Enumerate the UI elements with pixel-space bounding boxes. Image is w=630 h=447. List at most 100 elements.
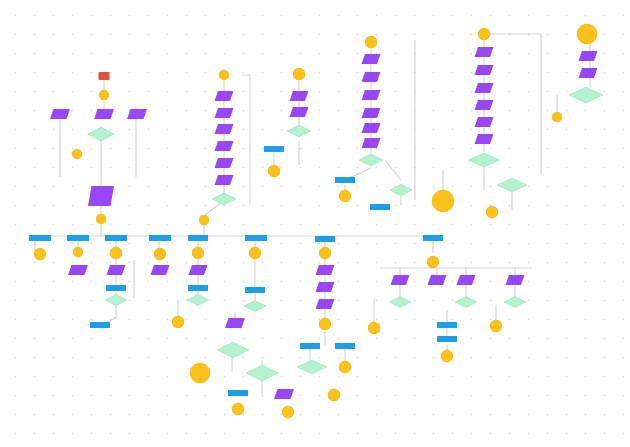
io-node-40[interactable]	[474, 117, 494, 127]
terminal-node-95[interactable]	[281, 405, 295, 419]
process-node-34[interactable]	[370, 204, 390, 210]
terminal-node-35[interactable]	[477, 27, 491, 41]
process-node-58[interactable]	[423, 235, 443, 241]
io-node-25[interactable]	[361, 72, 381, 82]
terminal-node-62[interactable]	[153, 247, 167, 261]
terminal-node-61[interactable]	[109, 246, 123, 260]
terminal-node-65[interactable]	[318, 246, 332, 260]
io-node-13[interactable]	[214, 158, 234, 168]
io-node-70[interactable]	[188, 265, 208, 275]
process-node-57[interactable]	[315, 236, 335, 242]
io-node-38[interactable]	[474, 83, 494, 93]
io-node-1[interactable]	[50, 109, 70, 119]
process-node-76[interactable]	[90, 322, 110, 328]
decision-node-78[interactable]	[186, 294, 210, 306]
io-node-19[interactable]	[289, 107, 309, 117]
process-node-21[interactable]	[264, 146, 284, 152]
decision-node-89[interactable]	[216, 341, 250, 359]
terminal-node-101[interactable]	[367, 321, 381, 335]
io-node-9[interactable]	[214, 91, 234, 101]
decision-node-44[interactable]	[496, 177, 528, 193]
io-node-97[interactable]	[427, 275, 447, 285]
io-node-48[interactable]	[578, 68, 598, 78]
decision-node-91[interactable]	[245, 364, 279, 382]
terminal-node-23[interactable]	[364, 35, 378, 49]
terminal-node-59[interactable]	[33, 247, 47, 261]
terminal-node-63[interactable]	[191, 246, 205, 260]
terminal-node-16[interactable]	[198, 214, 210, 226]
process-node-85[interactable]	[335, 343, 355, 349]
terminal-node-46[interactable]	[576, 23, 598, 45]
io-node-47[interactable]	[578, 51, 598, 61]
decision-node-49[interactable]	[568, 86, 604, 104]
process-node-84[interactable]	[300, 343, 320, 349]
decision-node-42[interactable]	[467, 152, 501, 168]
terminal-node-83[interactable]	[318, 317, 332, 331]
io-node-82[interactable]	[225, 318, 245, 328]
decision-node-30[interactable]	[358, 153, 384, 167]
io-node-27[interactable]	[361, 108, 381, 118]
terminal-node-7[interactable]	[95, 213, 107, 225]
terminal-node-50[interactable]	[551, 111, 563, 123]
process-node-74[interactable]	[106, 285, 126, 291]
decision-node-20[interactable]	[286, 124, 312, 138]
terminal-node-60[interactable]	[72, 246, 84, 258]
terminal-node-107[interactable]	[489, 319, 503, 333]
terminal-node-93[interactable]	[231, 402, 245, 416]
process-node-51[interactable]	[29, 235, 51, 241]
io-node-11[interactable]	[214, 124, 234, 134]
process-node-31[interactable]	[335, 177, 355, 183]
io-node-29[interactable]	[361, 138, 381, 148]
decision-node-81[interactable]	[243, 300, 267, 312]
io-node-14[interactable]	[214, 175, 234, 185]
io-node-12[interactable]	[214, 141, 234, 151]
decision-node-106[interactable]	[503, 296, 527, 308]
io-node-39[interactable]	[474, 100, 494, 110]
terminal-node-5[interactable]	[71, 148, 83, 160]
io-node-96[interactable]	[390, 275, 410, 285]
io-node-2[interactable]	[94, 109, 114, 119]
io-node-10[interactable]	[214, 108, 234, 118]
process-node-104[interactable]	[437, 336, 457, 342]
io-node-41[interactable]	[474, 134, 494, 144]
terminal-node-90[interactable]	[189, 362, 211, 384]
io-node-98[interactable]	[456, 275, 476, 285]
decision-node-102[interactable]	[454, 296, 478, 308]
terminal-node-79[interactable]	[171, 315, 185, 329]
decision-node-33[interactable]	[389, 183, 413, 197]
io-node-67[interactable]	[68, 265, 88, 275]
process-node-53[interactable]	[105, 235, 127, 241]
process-node-55[interactable]	[188, 235, 208, 241]
io-node-18[interactable]	[289, 91, 309, 101]
decision-node-15[interactable]	[211, 192, 237, 206]
process-node-52[interactable]	[67, 235, 89, 241]
terminal-node-32[interactable]	[338, 189, 352, 203]
decision-node-100[interactable]	[388, 296, 412, 308]
io-node-69[interactable]	[150, 265, 170, 275]
io-node-6[interactable]	[88, 186, 114, 206]
terminal-node-8[interactable]	[218, 69, 230, 81]
terminal-node-45[interactable]	[485, 205, 499, 219]
terminal-node-64[interactable]	[248, 246, 262, 260]
io-node-71[interactable]	[315, 265, 335, 275]
io-node-26[interactable]	[361, 90, 381, 100]
terminal-node-87[interactable]	[338, 360, 352, 374]
terminal-node-22[interactable]	[267, 164, 281, 178]
io-node-99[interactable]	[505, 275, 525, 285]
terminal-node-105[interactable]	[440, 349, 454, 363]
process-node-54[interactable]	[149, 235, 171, 241]
io-node-28[interactable]	[361, 123, 381, 133]
decision-node-4[interactable]	[87, 126, 115, 142]
io-node-72[interactable]	[315, 282, 335, 292]
terminal-node-0[interactable]	[98, 89, 110, 101]
io-node-73[interactable]	[315, 299, 335, 309]
start-node[interactable]	[98, 72, 110, 80]
io-node-36[interactable]	[474, 47, 494, 57]
terminal-node-17[interactable]	[292, 67, 306, 81]
io-node-24[interactable]	[361, 54, 381, 64]
decision-node-86[interactable]	[296, 359, 328, 375]
process-node-103[interactable]	[437, 322, 457, 328]
terminal-node-43[interactable]	[431, 189, 455, 213]
io-node-3[interactable]	[127, 109, 147, 119]
process-node-56[interactable]	[245, 235, 267, 241]
